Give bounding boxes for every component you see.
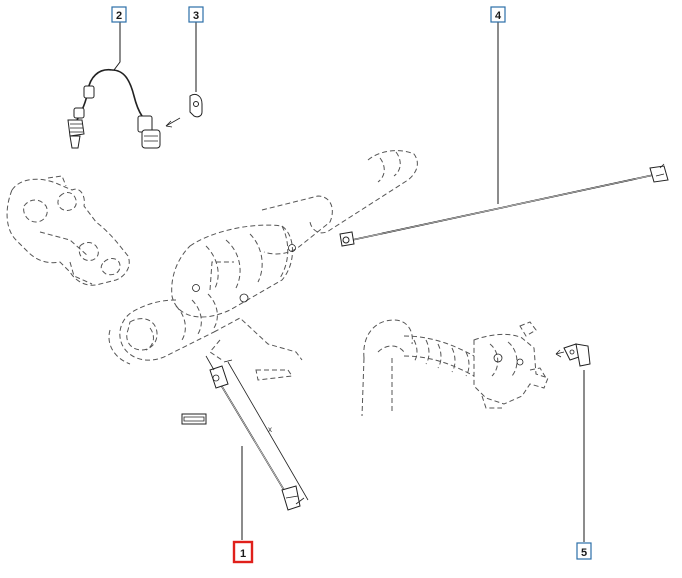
callout-5[interactable]: 5 <box>576 542 592 560</box>
callout-label-3: 3 <box>193 10 199 22</box>
callout-label-5: 5 <box>581 547 587 559</box>
callout-4[interactable]: 4 <box>490 6 506 23</box>
downstream-oxygen-sensor[interactable]: x <box>205 355 309 511</box>
turbo-egr-assembly <box>361 319 549 417</box>
callout-label-4: 4 <box>495 10 502 22</box>
callout-label-2: 2 <box>116 10 122 22</box>
exhaust-manifold <box>6 175 130 286</box>
callout-1[interactable]: 1 <box>232 540 254 564</box>
callout-3[interactable]: 3 <box>188 6 204 23</box>
sensor-clip[interactable] <box>165 93 203 128</box>
dimension-label: x <box>268 425 272 434</box>
leader-lines <box>113 22 585 542</box>
upstream-oxygen-sensor[interactable] <box>67 68 161 149</box>
gasket-part <box>181 413 207 425</box>
callout-2[interactable]: 2 <box>111 6 127 23</box>
temperature-sensor[interactable] <box>555 343 591 367</box>
downstream-sensor-cable[interactable] <box>339 163 669 247</box>
callout-label-1: 1 <box>240 548 246 560</box>
catalytic-converter <box>108 150 418 381</box>
